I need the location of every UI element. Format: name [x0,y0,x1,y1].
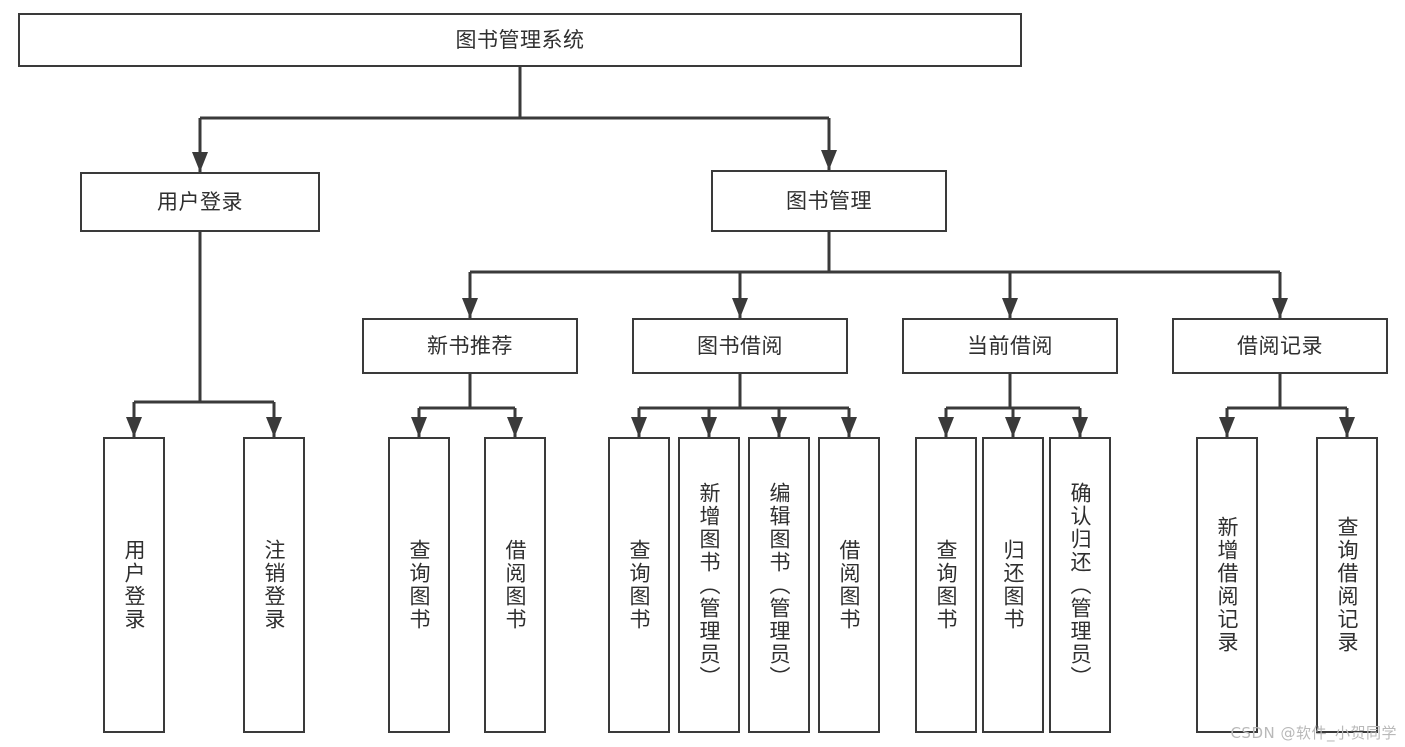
arrow-head-leaf-query-book-current [938,417,954,437]
node-borrow-record[interactable]: 借阅记录 [1172,318,1388,374]
node-label: 借阅图书 [503,539,528,631]
node-label: 图书借阅 [697,333,783,358]
node-label: 新增借阅记录 [1215,516,1240,654]
arrow-head-leaf-add-borrow-record [1219,417,1235,437]
node-leaf-query-book-new[interactable]: 查询图书 [388,437,450,733]
node-label: 新书推荐 [427,333,513,358]
arrow-head-leaf-borrow-book [841,417,857,437]
node-leaf-query-book-borrow[interactable]: 查询图书 [608,437,670,733]
arrow-head-user-login [192,152,208,172]
arrow-head-leaf-query-book-borrow [631,417,647,437]
node-label: 查询图书 [934,539,959,631]
arrow-head-leaf-borrow-book-new [507,417,523,437]
node-label: 查询图书 [627,539,652,631]
node-leaf-return-book[interactable]: 归还图书 [982,437,1044,733]
arrow-head-leaf-user-login [126,417,142,437]
arrow-head-leaf-return-book [1005,417,1021,437]
node-leaf-borrow-book[interactable]: 借阅图书 [818,437,880,733]
node-label: 图书管理系统 [455,27,585,52]
node-leaf-query-book-current[interactable]: 查询图书 [915,437,977,733]
node-leaf-add-book-admin[interactable]: 新增图书（管理员） [678,437,740,733]
node-leaf-borrow-book-new[interactable]: 借阅图书 [484,437,546,733]
arrow-head-leaf-add-book-admin [701,417,717,437]
node-root[interactable]: 图书管理系统 [18,13,1022,67]
node-label: 确认归还（管理员） [1068,481,1093,689]
node-book-borrow[interactable]: 图书借阅 [632,318,848,374]
arrow-head-new-book-recommend [462,298,478,318]
node-label: 注销登录 [262,539,287,631]
arrow-head-leaf-user-logout [266,417,282,437]
node-new-book-recommend[interactable]: 新书推荐 [362,318,578,374]
node-current-borrow[interactable]: 当前借阅 [902,318,1118,374]
node-label: 用户登录 [157,189,243,214]
node-label: 新增图书（管理员） [697,481,722,689]
node-label: 编辑图书（管理员） [767,481,792,689]
arrow-head-leaf-edit-book-admin [771,417,787,437]
arrow-head-book-borrow [732,298,748,318]
node-label: 当前借阅 [967,333,1053,358]
node-leaf-user-logout[interactable]: 注销登录 [243,437,305,733]
node-leaf-confirm-return-admin[interactable]: 确认归还（管理员） [1049,437,1111,733]
node-leaf-query-borrow-record[interactable]: 查询借阅记录 [1316,437,1378,733]
node-label: 查询借阅记录 [1335,516,1360,654]
node-user-login[interactable]: 用户登录 [80,172,320,232]
node-label: 查询图书 [407,539,432,631]
node-leaf-edit-book-admin[interactable]: 编辑图书（管理员） [748,437,810,733]
node-label: 图书管理 [786,188,872,213]
arrow-head-borrow-record [1272,298,1288,318]
node-label: 借阅图书 [837,539,862,631]
arrow-head-book-manage [821,150,837,170]
node-label: 用户登录 [122,539,147,631]
arrow-head-leaf-confirm-return-admin [1072,417,1088,437]
node-label: 归还图书 [1001,539,1026,631]
node-book-manage[interactable]: 图书管理 [711,170,947,232]
csdn-watermark: CSDN @软件_小贺同学 [1230,724,1397,742]
arrow-head-leaf-query-borrow-record [1339,417,1355,437]
node-leaf-add-borrow-record[interactable]: 新增借阅记录 [1196,437,1258,733]
arrow-head-current-borrow [1002,298,1018,318]
node-leaf-user-login[interactable]: 用户登录 [103,437,165,733]
node-label: 借阅记录 [1237,333,1323,358]
arrow-head-leaf-query-book-new [411,417,427,437]
